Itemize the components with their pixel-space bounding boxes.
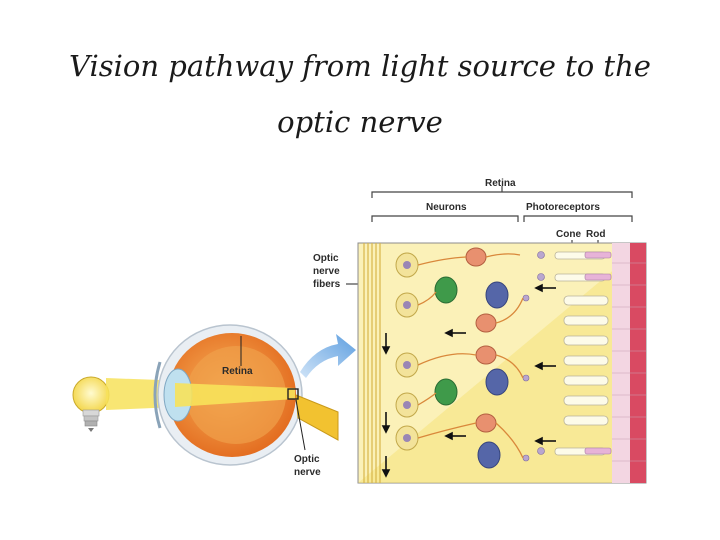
horizontal-cells [477, 281, 509, 469]
svg-text:Optic: Optic [313, 253, 339, 264]
photoreceptors-bracket: Photoreceptors [523, 202, 633, 222]
svg-text:nerve: nerve [294, 467, 321, 478]
retina-eye-label: Retina [222, 366, 253, 377]
light-direction-arrows [381, 283, 556, 478]
title-line-2: optic nerve [277, 105, 443, 139]
svg-text:Retina: Retina [222, 366, 253, 377]
neural-connections [417, 253, 524, 459]
svg-text:Photoreceptors: Photoreceptors [526, 202, 600, 213]
magnify-arrow [300, 334, 356, 378]
svg-text:nerve: nerve [313, 266, 340, 277]
retina-cross-section [357, 242, 647, 484]
ganglion-nuclei [403, 261, 411, 442]
cone-cells [584, 251, 612, 455]
slide-title: Vision pathway from light source to the … [0, 38, 720, 150]
optic-fibers [363, 243, 381, 483]
rod-cells [554, 251, 609, 456]
svg-text:Rod: Rod [586, 229, 605, 240]
svg-text:fibers: fibers [313, 279, 341, 290]
svg-text:Neurons: Neurons [426, 202, 467, 213]
light-bulb-icon [72, 376, 110, 432]
pigment-epithelium [612, 243, 646, 483]
retina-bracket: Retina [371, 178, 633, 198]
optic-nerve-label: Optic nerve [294, 454, 321, 478]
photoreceptor-nuclei [522, 251, 545, 462]
svg-text:Retina: Retina [485, 178, 516, 189]
svg-text:Cone: Cone [556, 229, 581, 240]
neurons-bracket: Neurons [371, 202, 519, 222]
amacrine-cells [434, 276, 458, 406]
eyeball-illustration [153, 324, 339, 466]
svg-text:Optic: Optic [294, 454, 320, 465]
title-line-1: Vision pathway from light source to the [69, 49, 651, 83]
